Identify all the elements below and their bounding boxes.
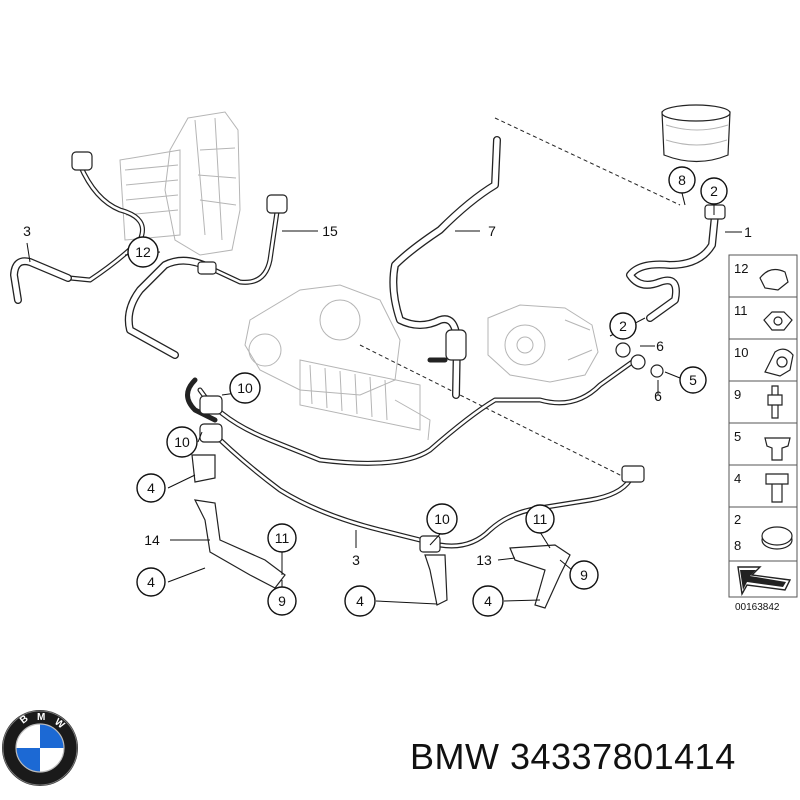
panel-item-11: 11 (734, 303, 793, 331)
callout-14: 14 (144, 532, 160, 548)
pressure-line-3 (185, 342, 664, 553)
callout-label: 4 (147, 574, 155, 590)
callout-label: 3 (23, 223, 31, 239)
steering-rack-lower-ghost (244, 284, 431, 441)
reservoir-hose-1 (626, 204, 726, 322)
callout-4-a: 4 (136, 473, 166, 503)
callout-1: 1 (744, 224, 752, 240)
callout-2-mid: 2 (609, 312, 637, 340)
suction-hose-7 (389, 136, 501, 399)
panel-item-label: 11 (734, 303, 748, 318)
callout-4-c: 4 (344, 585, 376, 617)
callout-label: 12 (135, 244, 151, 260)
callout-7: 7 (488, 223, 496, 239)
panel-item-label: 9 (734, 387, 741, 402)
callout-label: 10 (434, 511, 450, 527)
callout-label: 6 (656, 338, 664, 354)
steering-rack-top-ghost (119, 111, 241, 256)
direction-arrow-icon (737, 566, 792, 597)
callout-9-left: 9 (267, 586, 297, 616)
stud-bolt-icon (767, 385, 783, 419)
callout-6-top: 6 (656, 338, 664, 354)
callout-label: 9 (278, 593, 286, 609)
banjo-bolt-icon (764, 437, 791, 461)
bmw-logo: B M W (2, 710, 78, 786)
callout-label: 7 (488, 223, 496, 239)
callout-label: 3 (352, 552, 360, 568)
callout-label: 1 (744, 224, 752, 240)
power-steering-pump-ghost (487, 304, 599, 383)
callout-label: 11 (533, 511, 548, 527)
callout-9-right: 9 (569, 560, 599, 590)
panel-item-label: 12 (734, 261, 748, 276)
bracket-left (191, 454, 286, 589)
callout-11-right: 11 (525, 504, 555, 534)
callout-label: 13 (476, 552, 492, 568)
callout-15: 15 (322, 223, 338, 239)
callout-8: 8 (668, 166, 696, 194)
callout-5: 5 (679, 366, 707, 394)
callout-label: 15 (322, 223, 338, 239)
panel-item-label: 2 (734, 512, 741, 527)
callout-13: 13 (476, 552, 492, 568)
panel-item-4: 4 (734, 471, 789, 503)
callout-4-d: 4 (472, 585, 504, 617)
bracket-right (424, 544, 571, 609)
return-hose-12 (10, 151, 288, 359)
callout-12: 12 (127, 236, 159, 268)
callout-2-top: 2 (700, 177, 728, 205)
callout-label: 5 (689, 372, 697, 388)
panel-item-label: 10 (734, 345, 748, 360)
callout-label: 11 (275, 530, 290, 546)
callout-4-b: 4 (136, 567, 166, 597)
callout-11-left: 11 (267, 523, 297, 553)
callout-10-b: 10 (166, 426, 198, 458)
callout-label: 4 (147, 480, 155, 496)
panel-item-10: 10 (734, 345, 794, 377)
callout-label: 6 (654, 388, 662, 404)
hose-clip-icon (759, 268, 789, 291)
callout-label: 8 (678, 172, 686, 188)
callout-label: 9 (580, 567, 588, 583)
panel-item-label: 4 (734, 471, 741, 486)
callout-label: 10 (174, 434, 190, 450)
callout-10-a: 10 (229, 372, 261, 404)
callout-6-bot: 6 (654, 388, 662, 404)
fluid-reservoir (661, 104, 731, 163)
callout-label: 4 (484, 593, 492, 609)
callout-label: 2 (710, 183, 718, 199)
panel-item-2-8: 2 8 (734, 512, 793, 553)
callout-3-mid: 3 (352, 552, 360, 568)
brand-part-number: BMW 34337801414 (410, 736, 736, 777)
panel-item-12: 12 (734, 261, 789, 291)
callout-label: 4 (356, 593, 364, 609)
callout-label: 2 (619, 318, 627, 334)
panel-item-9: 9 (734, 385, 783, 419)
diagram-reference-code: 00163842 (735, 602, 780, 613)
parts-panel: 12 11 10 9 5 4 2 8 (728, 254, 798, 613)
callout-3-left: 3 (23, 223, 31, 239)
reference-line-upper (494, 117, 681, 206)
callout-10-c: 10 (426, 503, 458, 535)
svg-text:M: M (37, 712, 45, 723)
reference-line-middle (359, 344, 631, 481)
panel-item-5: 5 (734, 429, 791, 461)
callout-label: 10 (237, 380, 253, 396)
callout-label: 14 (144, 532, 160, 548)
panel-item-label: 5 (734, 429, 741, 444)
hex-bolt-icon (765, 473, 789, 503)
panel-item-label-secondary: 8 (734, 538, 741, 553)
